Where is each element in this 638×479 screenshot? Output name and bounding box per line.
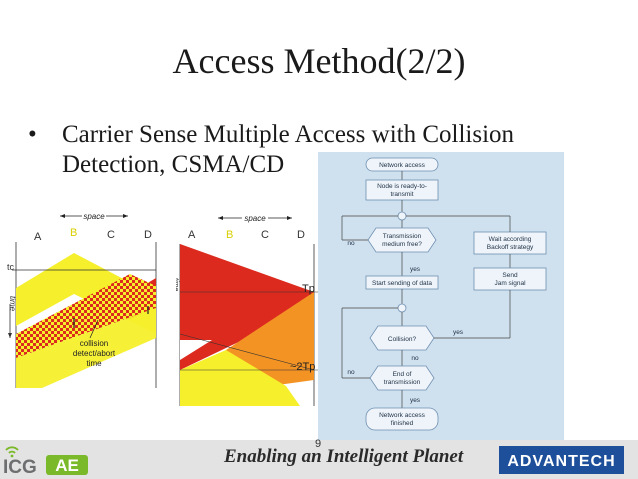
jam-text-line-2: Jam signal	[494, 280, 526, 287]
start-sending-text: Start sending of data	[372, 280, 432, 287]
advantech-logo: ADVANTECH	[499, 446, 624, 474]
bullet-dot: •	[28, 121, 37, 148]
wifi-icon	[5, 446, 19, 458]
station-label-b: B	[70, 227, 77, 239]
network-access-finished-terminal	[365, 407, 439, 431]
end-yes-label: yes	[410, 397, 421, 404]
slide-title: Access Method(2/2)	[172, 41, 466, 81]
flowchart-background	[318, 152, 564, 440]
collision-annotation-line-2: detect/abort	[73, 349, 116, 358]
csma-cd-diagram-right: space A B C D time Tp ~2Tp	[176, 210, 328, 406]
backoff-text-line-2: Backoff strategy	[487, 244, 534, 251]
station-label-b-right: B	[226, 229, 233, 241]
station-label-a: A	[34, 231, 42, 243]
end-transmission-text-line-2: transmission	[384, 379, 421, 386]
csma-cd-diagram-left: space A B C D tc time collision detect/a…	[6, 208, 170, 388]
end-of-transmission-decision	[369, 365, 435, 391]
tc-label: tc	[7, 262, 15, 272]
station-label-c-right: C	[261, 229, 269, 241]
station-label-c: C	[107, 229, 115, 241]
collision-decision	[369, 325, 435, 351]
svg-text:ADVANTECH: ADVANTECH	[507, 453, 615, 470]
junction-node-1	[397, 211, 407, 221]
finished-text-line-1: Network access	[379, 412, 426, 419]
network-access-text: Network access	[379, 162, 426, 169]
medium-no-label: no	[347, 240, 355, 247]
collision-annotation-line-1: collision	[80, 339, 108, 348]
collision-yes-label: yes	[453, 329, 464, 336]
collision-text: Collision?	[388, 336, 417, 343]
backoff-text-line-1: Wait according	[489, 236, 532, 243]
tp-label: Tp	[302, 283, 315, 295]
bullet-text-line-1: Carrier Sense Multiple Access with Colli…	[62, 121, 515, 148]
csma-cd-flowchart: Network access Node is ready-to- transmi…	[318, 152, 564, 440]
end-transmission-text-line-1: End of	[393, 371, 412, 378]
svg-text:AE: AE	[55, 456, 79, 475]
two-tp-label: ~2Tp	[290, 361, 315, 373]
medium-free-text-line-1: Transmission	[383, 233, 422, 240]
collision-no-label: no	[411, 355, 419, 362]
jam-text-line-1: Send	[502, 272, 518, 279]
junction-node-2	[397, 303, 407, 313]
page-number: 9	[314, 438, 322, 450]
medium-yes-label: yes	[410, 266, 421, 273]
collision-annotation-line-3: time	[86, 359, 102, 368]
space-label: space	[83, 212, 105, 221]
node-ready-text-line-2: transmit	[390, 191, 413, 198]
station-label-d: D	[144, 229, 152, 241]
station-label-a-right: A	[188, 229, 196, 241]
finished-text-line-2: finished	[391, 420, 414, 427]
svg-text:ICG: ICG	[3, 457, 37, 476]
time-axis-label-right: time	[176, 278, 179, 291]
space-label-right: space	[244, 214, 266, 223]
end-no-label: no	[347, 369, 355, 376]
node-ready-text-line-1: Node is ready-to-	[377, 183, 427, 190]
footer-tagline: Enabling an Intelligent Planet	[224, 446, 464, 467]
medium-free-decision	[367, 227, 437, 253]
bullet-text-line-2: Detection, CSMA/CD	[62, 151, 285, 178]
icg-ae-logo: ICG AE	[3, 446, 88, 476]
station-label-d-right: D	[297, 229, 305, 241]
time-axis-label: time	[8, 296, 17, 312]
medium-free-text-line-2: medium free?	[382, 241, 422, 248]
